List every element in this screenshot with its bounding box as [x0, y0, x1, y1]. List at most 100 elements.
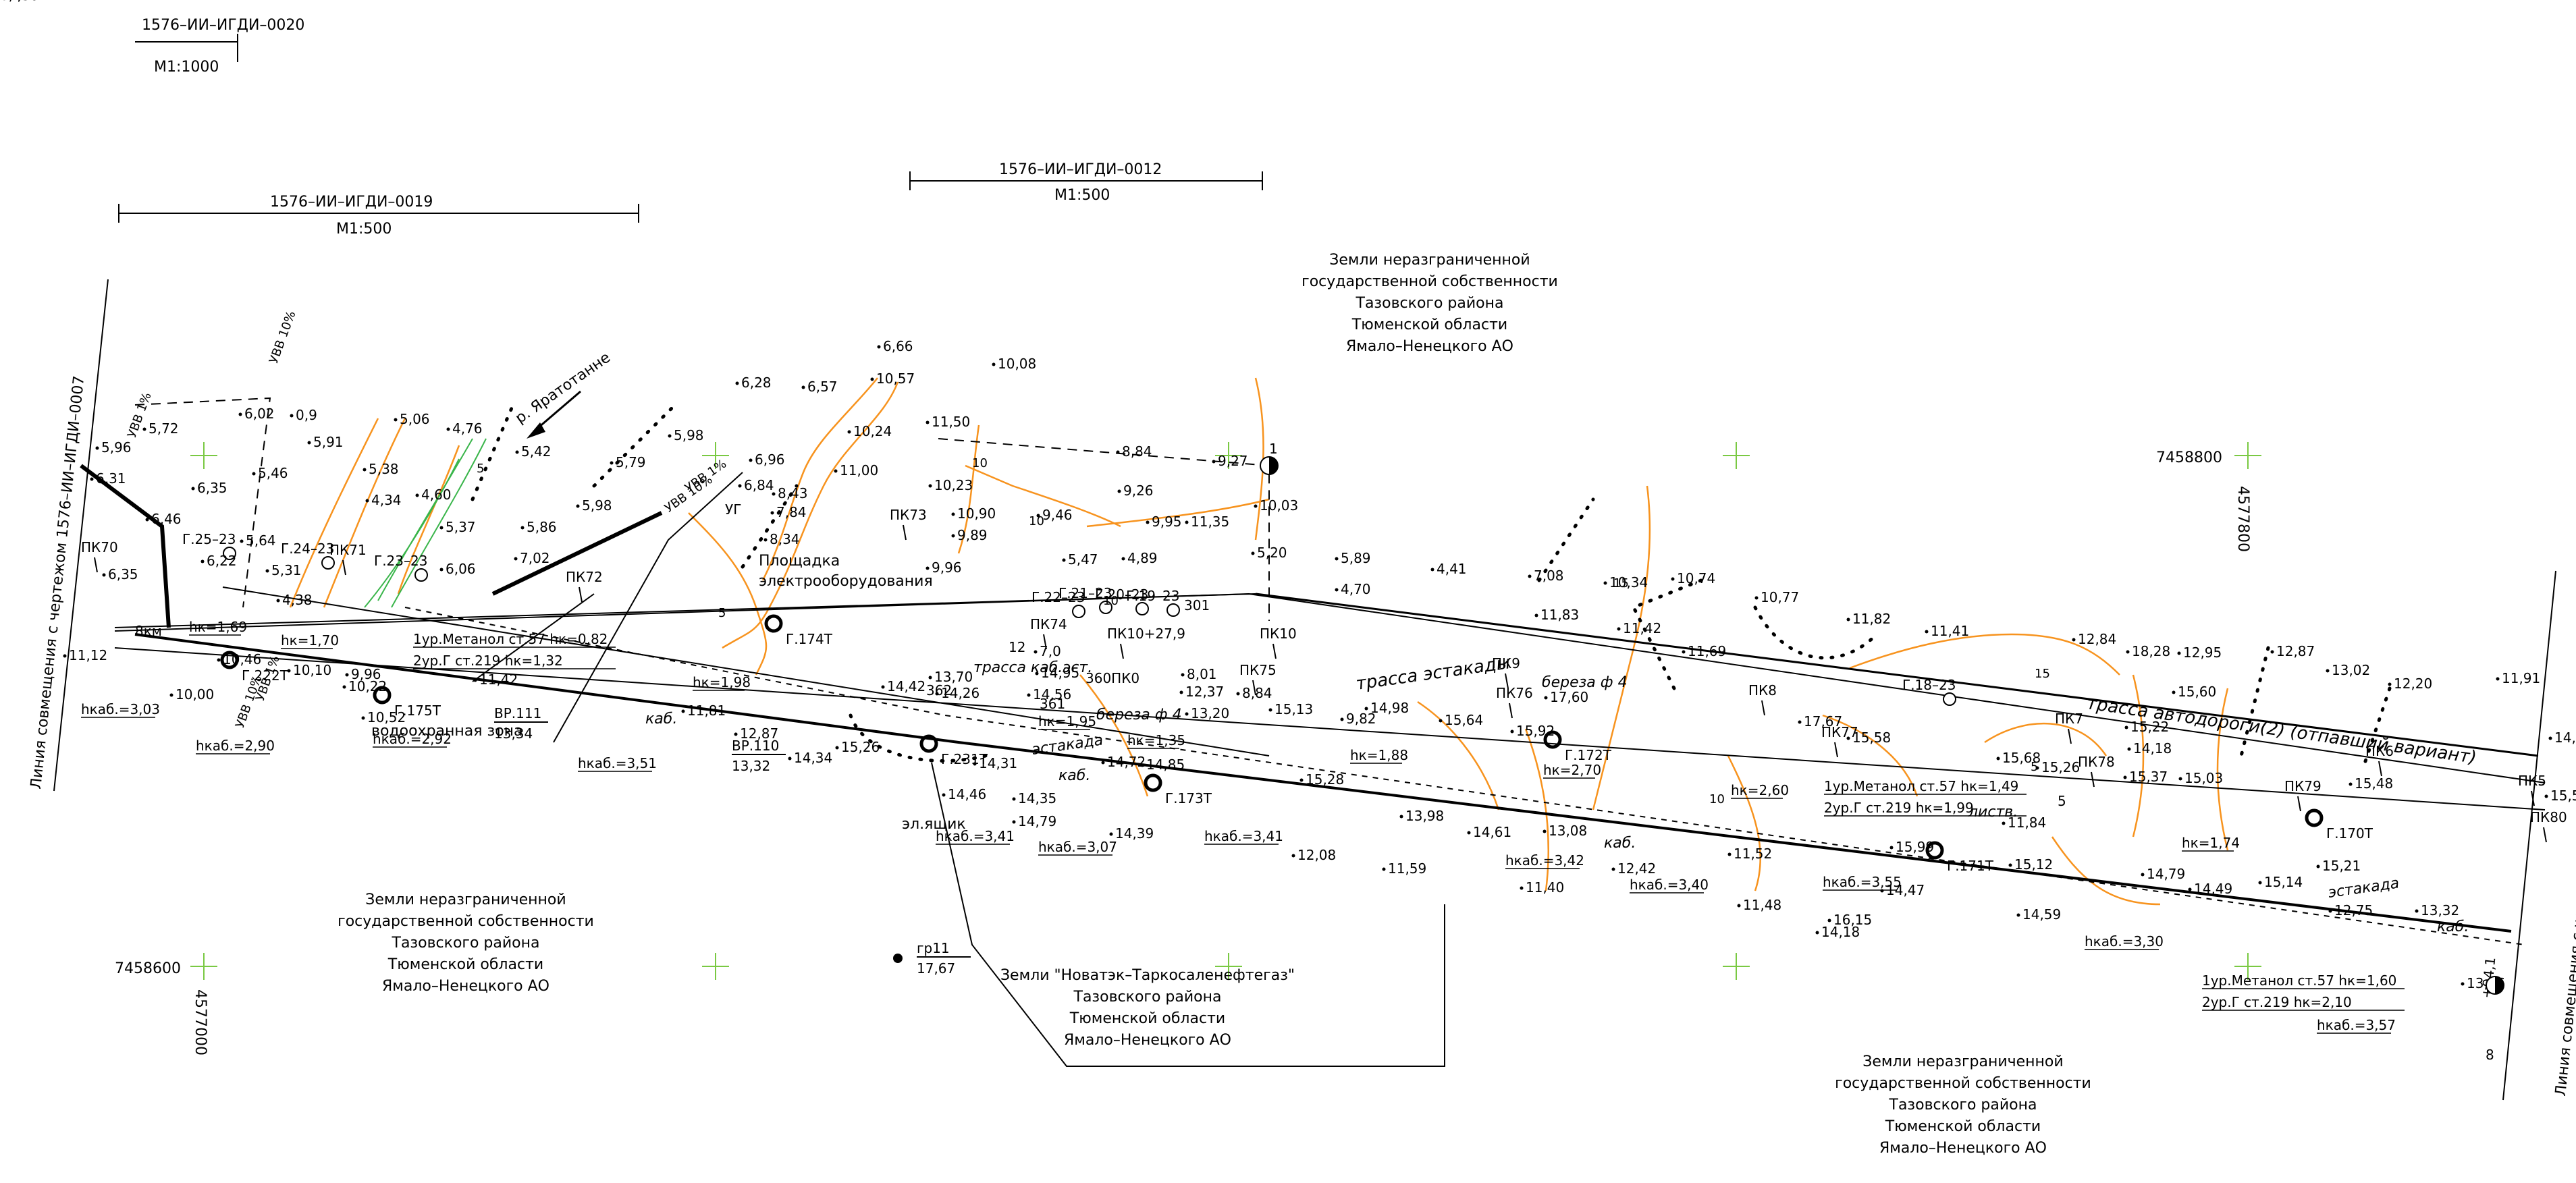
hkab-value: hкаб.=3,40 [1630, 877, 1709, 893]
spot-height: 11,42 [1617, 620, 1661, 636]
spot-height-dot [2316, 864, 2320, 869]
wells-layer: Г.222ТГ.175ТГ.174ТГ.173ТГ.172ТГ.171ТГ.17… [220, 614, 2373, 874]
spot-height: 11,48 [1737, 897, 1781, 913]
estakada-label: эстакада [2327, 875, 2400, 902]
spot-height-value: 11,52 [1734, 846, 1772, 862]
hk-text: hк=1,95 [1038, 713, 1096, 730]
sheet-ref-0020: 1576–ИИ–ИГДИ–0020 М1:1000 [135, 17, 304, 76]
spot-height-dot [1335, 557, 1339, 561]
bore-point: Г.22–23 [1031, 589, 1085, 618]
spot-height-dot [763, 538, 768, 542]
tree-label: береза ф 4 [1542, 674, 1628, 691]
sheet-ref-scale: М1:500 [336, 221, 392, 238]
bore-marker [1072, 605, 1085, 618]
spot-height: 6,84 [738, 477, 774, 493]
spot-height: 14,35 [1012, 790, 1056, 806]
spot-height: 9,27 [1212, 453, 1248, 469]
land-label-line: государственной собственности [338, 913, 594, 930]
spot-height: 10,23 [928, 477, 973, 493]
spot-height-dot [1382, 867, 1386, 871]
spot-height-value: 11,80 [0, 0, 38, 3]
spot-height: 4,34 [365, 492, 402, 508]
spot-height: 15,26 [835, 739, 880, 755]
cable-label: каб. [645, 711, 677, 727]
spot-height-value: 10,03 [1260, 497, 1298, 514]
spot-height-value: 5,42 [521, 443, 552, 460]
spot-height-dot [1140, 763, 1144, 767]
river-arrow: р. Яратотанне [512, 349, 614, 439]
spot-height: 10,77 [1754, 589, 1799, 605]
spot-height: 12,20 [2388, 676, 2432, 692]
spot-height: 8,43 [772, 485, 808, 501]
spot-height: 14,49 [2188, 881, 2232, 897]
spot-height-value: 15,03 [2184, 770, 2223, 786]
spot-height: 11,84 [2002, 815, 2046, 831]
spot-height-value: 10,00 [176, 686, 214, 703]
hkab-text: hкаб.=3,51 [578, 755, 657, 771]
spot-height: 4,41 [1430, 561, 1467, 577]
spot-height-value: 5,37 [446, 519, 476, 535]
spot-height-value: 14,79 [1018, 813, 1056, 829]
picket-label: ПК9 [1492, 655, 1520, 671]
spot-height: 9,95 [1146, 514, 1182, 530]
spot-height: 14,56 [1027, 686, 1071, 703]
spot-height-dot [835, 746, 839, 750]
hkab-value: hкаб.=3,57 [2317, 1017, 2396, 1034]
spot-height: 11,00 [834, 462, 878, 478]
grid-label-x-top: 4577800 [2234, 486, 2251, 552]
contour-label: 5 [718, 606, 726, 620]
spot-height: 11,82 [1846, 611, 1891, 627]
hkab-text: hкаб.=3,30 [2085, 933, 2164, 950]
hkab-text: hкаб.=3,07 [1038, 839, 1117, 855]
picket: ПК78 [2078, 754, 2115, 788]
spot-height-dot [345, 673, 349, 677]
land-label-line: Тазовского района [1356, 295, 1504, 312]
bore-label: Г.23–23 [374, 553, 427, 569]
spot-height: 15,13 [1268, 701, 1313, 717]
spot-height-dot [363, 468, 367, 472]
picket-label: ПК10 [1260, 626, 1297, 642]
spot-height-value: 12,87 [2276, 643, 2315, 659]
picket-label: ПК75 [1239, 662, 1277, 678]
contour-label: 10 [1029, 514, 1044, 528]
spot-height-value: 5,38 [369, 461, 399, 477]
spot-height-dot [1035, 671, 1039, 676]
spot-height-value: 6,28 [741, 375, 772, 391]
spot-height: 9,82 [1340, 711, 1376, 727]
tree-label: береза ф 4 [1096, 707, 1182, 723]
spot-height-dot [1815, 931, 1819, 935]
spot-height-dot [1268, 708, 1272, 712]
spot-height-dot [2072, 638, 2076, 642]
spot-height-value: 12,42 [1617, 860, 1656, 877]
spot-height-value: 14,34 [794, 750, 832, 766]
misc-label: 12 [1009, 639, 1025, 655]
hkab-value: hкаб.=3,42 [1505, 852, 1584, 869]
benchmark-icon [1260, 456, 1279, 475]
picket: ПК74 [1030, 616, 1067, 650]
spot-height-value: 4,38 [282, 592, 313, 608]
land-label-line: Тюменской области [1069, 1010, 1225, 1027]
spot-height-dot [1146, 520, 1150, 524]
hkab-value: hкаб.=2,92 [373, 731, 452, 748]
spot-height-value: 15,68 [2002, 750, 2041, 766]
hk-value: hк=1,98 [693, 674, 751, 691]
spot-height-value: 11,35 [1191, 514, 1229, 530]
spot-height: 16,15 [1827, 912, 1872, 928]
spot-height-value: 11,48 [1743, 897, 1781, 913]
pipe-note-text: 2ур.Г ст.219 hк=2,10 [2202, 994, 2352, 1010]
spot-height-value: 11,71 [0, 0, 38, 3]
picket-label: ПК73 [890, 507, 927, 523]
spot-height-dot [928, 676, 932, 680]
hkab-value: hкаб.=3,41 [936, 828, 1015, 845]
spot-height: 14,79 [1012, 813, 1056, 829]
misc-label: 362 [926, 682, 952, 698]
spot-height-value: 6,22 [207, 553, 237, 569]
spot-height-dot [1335, 588, 1339, 592]
spot-height-value: 12,75 [2334, 902, 2373, 918]
well-label: Г.170Т [2326, 825, 2373, 842]
misc-label: 361 [1040, 696, 1065, 712]
picket: ПК7 [2055, 711, 2083, 744]
spot-height-dot [1121, 557, 1125, 561]
